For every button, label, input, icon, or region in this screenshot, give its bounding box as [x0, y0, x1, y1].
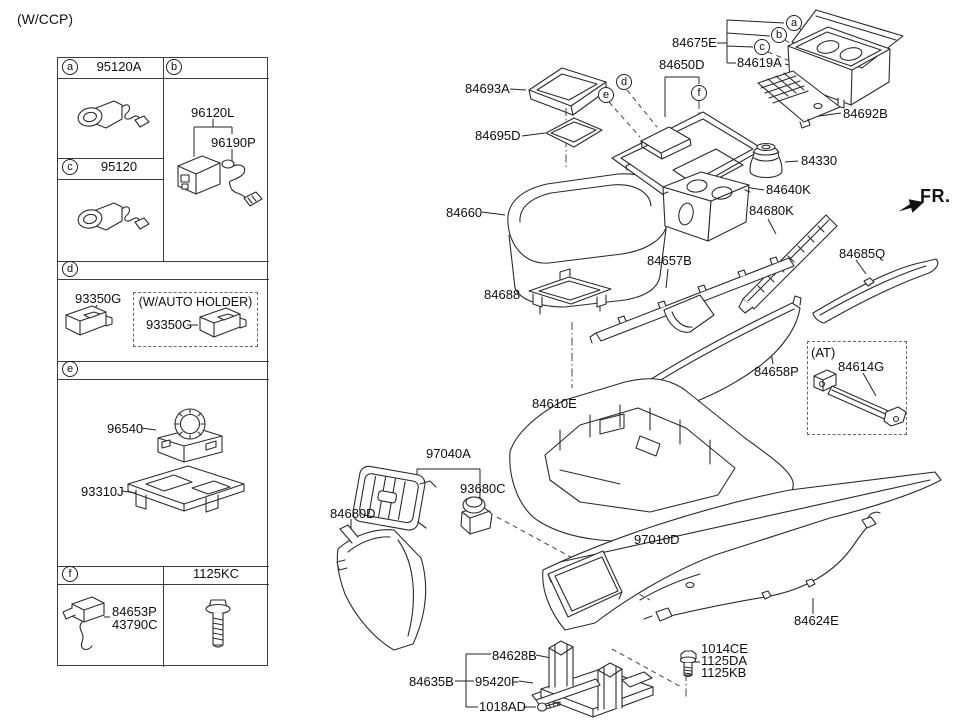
callout-84657B: 84657B — [647, 253, 692, 268]
cover-assembly-84675E-illustration — [788, 10, 903, 108]
cupholder-84640K-illustration — [663, 172, 750, 241]
tray-84693A-illustration — [529, 68, 606, 115]
fr-direction-arrow — [898, 199, 924, 213]
callout-1125KB: 1125KB — [701, 665, 747, 680]
callout-97010D: 97010D — [634, 532, 680, 547]
mesh-plate-84692B-illustration — [758, 71, 840, 128]
callout-84614G: 84614G — [838, 359, 885, 374]
bolt-1125KC-illustration — [206, 600, 230, 647]
screw-1018AD-illustration — [538, 702, 561, 711]
table-divider — [58, 158, 163, 160]
callout-at: (AT) — [811, 345, 836, 360]
callout-84658P: 84658P — [754, 364, 799, 379]
callout-93680C: 93680C — [460, 481, 506, 496]
fr-label: FR. — [920, 186, 951, 206]
part-code-96540: 96540 — [107, 421, 144, 436]
callout-84650D: 84650D — [659, 57, 705, 72]
callout-84693A: 84693A — [465, 81, 510, 96]
garnish-84685Q-illustration — [813, 259, 938, 323]
callout-97040A: 97040A — [426, 446, 471, 461]
usb-jack-96120L-illustration — [178, 156, 220, 194]
at-bracket-84614G-illustration — [814, 370, 906, 426]
lower-body-97010D-illustration — [543, 472, 941, 630]
page-title: (W/CCP) — [17, 11, 73, 27]
table-marker-f: f — [62, 566, 78, 582]
callout-84619A: 84619A — [737, 55, 782, 70]
table-divider — [163, 566, 165, 667]
callout-84680K: 84680K — [749, 203, 794, 218]
screw-1014CE-illustration — [681, 651, 697, 677]
table-divider — [58, 261, 269, 263]
table-divider — [58, 379, 269, 381]
callout-1125DA: 1125DA — [701, 653, 748, 668]
part-code-96120L: 96120L — [191, 105, 235, 120]
auto-holder-title: (W/AUTO HOLDER) — [138, 295, 253, 309]
part-code-95120A: 95120A — [96, 59, 142, 74]
controller-knob-96540-illustration — [158, 409, 222, 462]
callout-84675E: 84675E — [672, 35, 717, 50]
callout-84685Q: 84685Q — [839, 246, 886, 261]
part-code-84653P: 84653P — [112, 604, 157, 619]
console-frame-84610E-illustration — [510, 379, 793, 541]
table-marker-a: a — [62, 59, 78, 75]
callout-84635B: 84635B — [409, 674, 454, 689]
callout-84660: 84660 — [446, 205, 483, 220]
auto-holder-box: (W/AUTO HOLDER) — [133, 292, 258, 347]
table-divider — [58, 279, 269, 281]
clip-84653P-illustration — [63, 597, 104, 649]
diagram-marker-f: f — [691, 85, 707, 101]
table-divider — [58, 179, 163, 181]
bracket-93310J-illustration — [128, 466, 244, 512]
part-code-1125KC: 1125KC — [192, 566, 239, 581]
diagram-marker-b: b — [771, 27, 787, 43]
callout-1014CE: 1014CE — [701, 641, 748, 656]
table-marker-c: c — [62, 159, 78, 175]
table-marker-e: e — [62, 361, 78, 377]
parts-table — [57, 57, 269, 667]
callout-84610E: 84610E — [532, 396, 577, 411]
callout-84330: 84330 — [801, 153, 838, 168]
callout-84688: 84688 — [484, 287, 521, 302]
part-code-93350G: 93350G — [75, 291, 122, 306]
cable-96190P-illustration — [222, 160, 262, 206]
part-code-95120: 95120 — [100, 159, 138, 174]
callout-84624E: 84624E — [794, 613, 839, 628]
callout-1018AD: 1018AD — [479, 699, 526, 714]
diagram-marker-a: a — [786, 15, 802, 31]
table-marker-b: b — [166, 59, 182, 75]
wiring-harness-84624E-illustration — [644, 512, 880, 621]
callout-84692B: 84692B — [843, 106, 888, 121]
part-code-96190P: 96190P — [211, 135, 256, 150]
callout-84680D: 84680D — [330, 506, 376, 521]
diagram-marker-d: d — [616, 74, 632, 90]
floor-bracket-84628B-95420F-illustration — [532, 641, 653, 717]
diagram-marker-c: c — [754, 39, 770, 55]
bracket-84688-illustration — [529, 269, 611, 307]
part-code-93310J: 93310J — [81, 484, 124, 499]
part-code-43790C: 43790C — [112, 617, 158, 632]
callout-84695D: 84695D — [475, 128, 521, 143]
rail-84657B-illustration — [590, 257, 794, 343]
callout-95420F: 95420F — [475, 674, 520, 689]
callout-84628B: 84628B — [492, 648, 537, 663]
switch-93680C-illustration — [461, 497, 492, 534]
at-box — [807, 341, 907, 435]
side-cover-84680D-illustration — [337, 525, 426, 650]
diagram-marker-e: e — [598, 87, 614, 103]
table-divider — [58, 361, 269, 363]
callout-84640K: 84640K — [766, 182, 811, 197]
mat-84695D-illustration — [546, 118, 602, 147]
table-marker-d: d — [62, 261, 78, 277]
rear-vent-97040A-illustration — [352, 465, 436, 532]
part-code-93350G-holder: 93350G — [146, 317, 193, 332]
table-divider — [163, 58, 165, 261]
boot-84330-illustration — [750, 144, 782, 178]
